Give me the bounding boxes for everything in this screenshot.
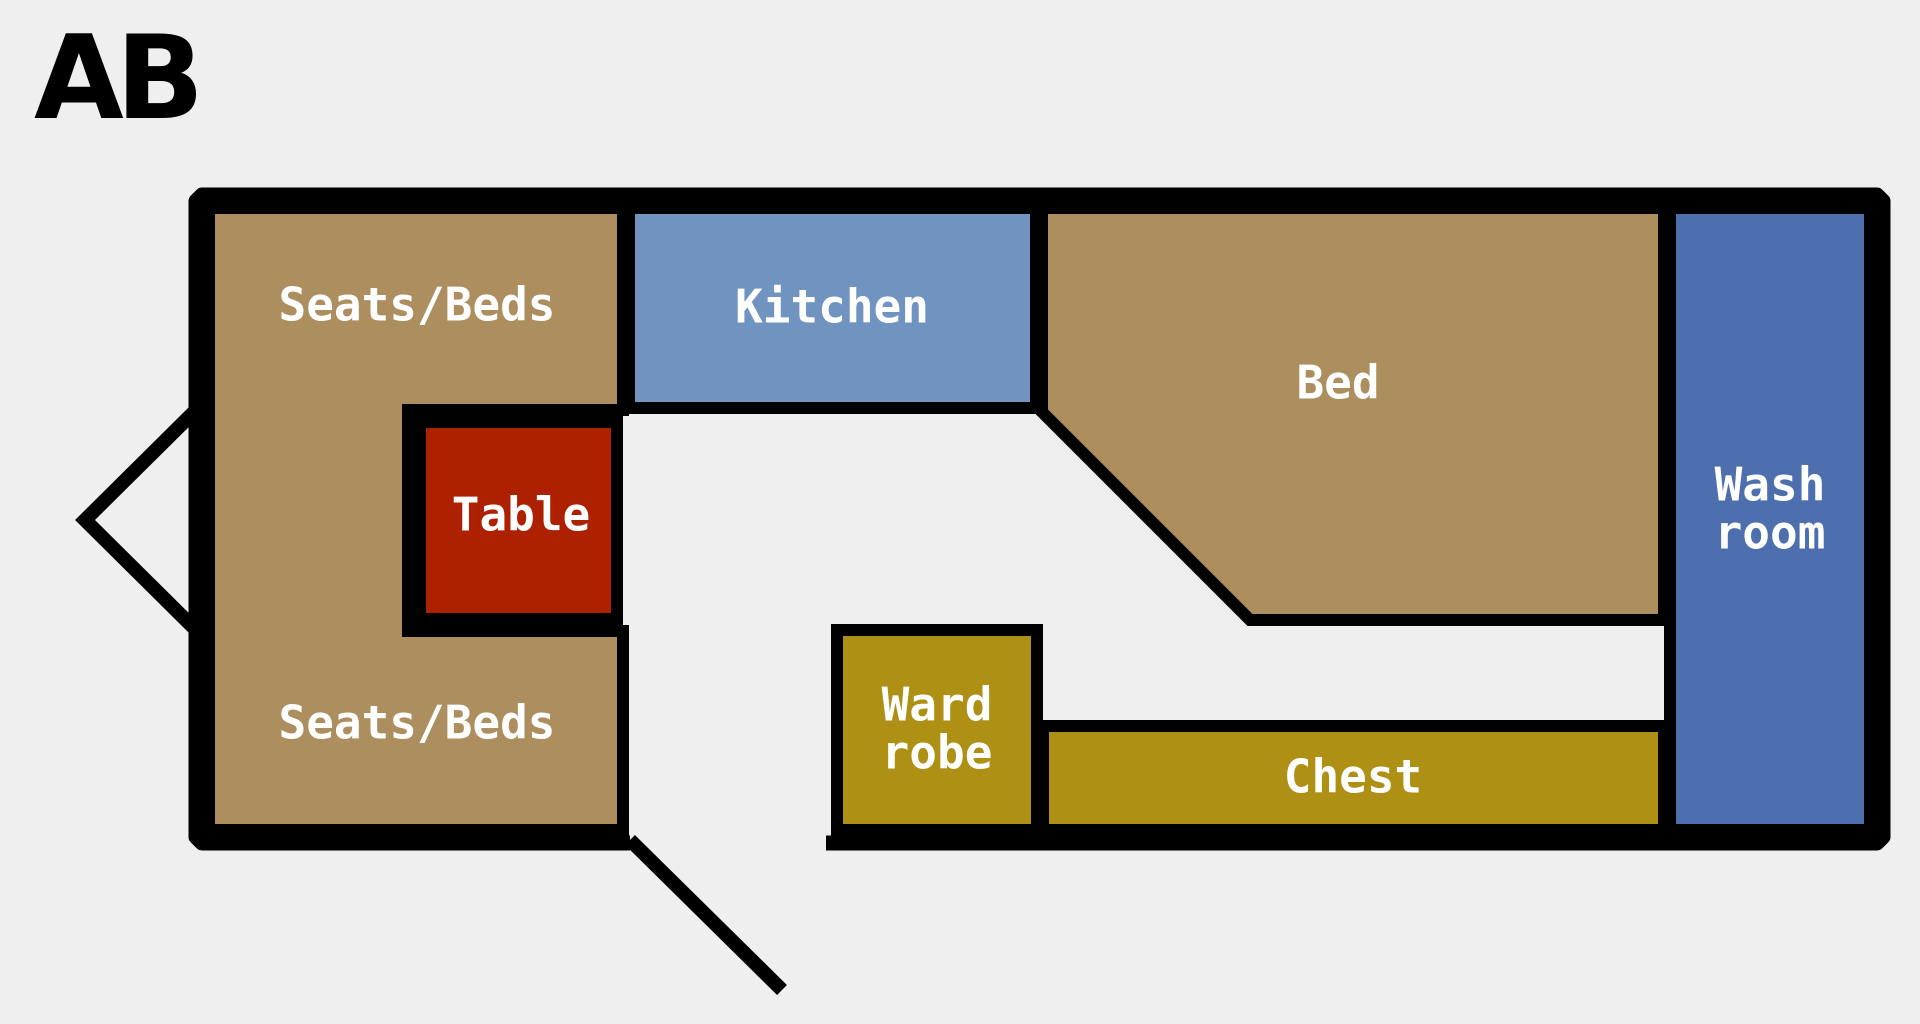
room-bed xyxy=(1036,202,1670,626)
seats-beds-bottom-label: Seats/Beds xyxy=(279,696,556,750)
room-wardrobe xyxy=(831,624,1043,836)
seats-beds-top-label: Seats/Beds xyxy=(279,278,556,332)
washroom-label-line2: room xyxy=(1715,506,1826,560)
outer-wall xyxy=(188,187,1891,851)
chest-label: Chest xyxy=(1284,750,1422,804)
wardrobe-label-line1: Ward xyxy=(882,678,993,732)
drawbar xyxy=(75,405,201,635)
washroom-label-line1: Wash xyxy=(1715,458,1826,512)
plan-title: AB xyxy=(34,11,197,146)
kitchen-label: Kitchen xyxy=(735,280,929,334)
entry-door xyxy=(625,835,787,995)
room-chest xyxy=(1037,720,1670,836)
wardrobe-label-line2: robe xyxy=(882,726,993,780)
room-washroom xyxy=(1664,202,1876,836)
table-label: Table xyxy=(452,488,590,542)
room-table xyxy=(414,416,623,625)
bed-label: Bed xyxy=(1296,356,1379,410)
